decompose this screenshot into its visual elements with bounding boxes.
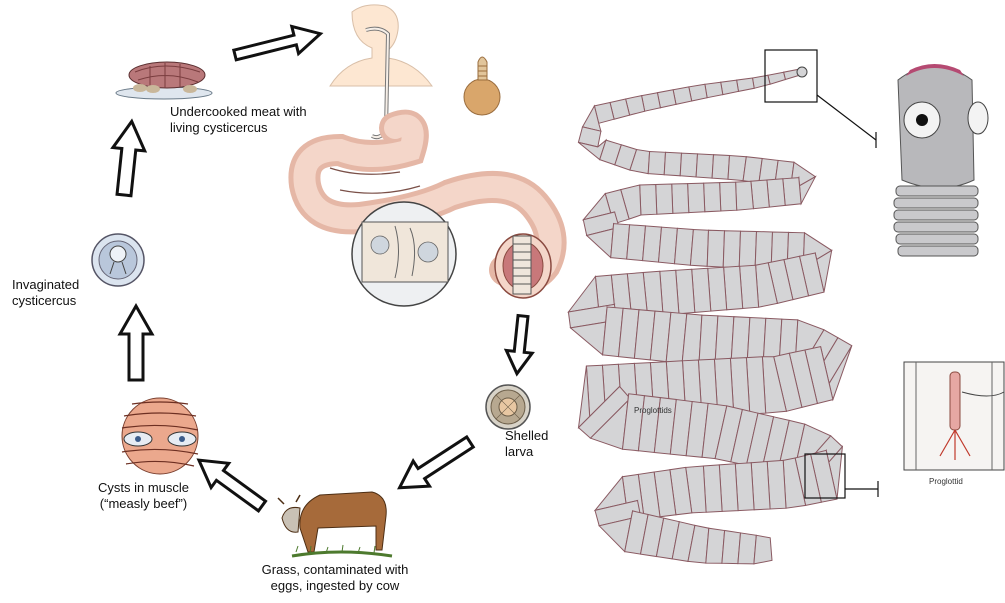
proglottid-segment: [712, 155, 729, 180]
scolex-tip: [797, 67, 807, 77]
proglottid-segment: [720, 182, 737, 211]
muscle-cysts-illustration: [122, 398, 198, 474]
proglottid-segment: [707, 230, 724, 267]
proglottid-segment: [696, 154, 713, 178]
label-cysts-in-muscle: Cysts in muscle (“measly beef”): [98, 480, 189, 512]
proglottid-segment: [767, 179, 785, 207]
label-proglottids: Proglottids: [634, 406, 672, 415]
arrow-cow-to-muscle: [190, 448, 271, 518]
arrow-larva-to-cow: [391, 429, 478, 500]
proglottid-segment: [753, 75, 771, 88]
label-grass-cow: Grass, contaminated with eggs, ingested …: [250, 562, 420, 594]
scolex-callout-line: [817, 95, 876, 140]
proglottid-segment: [723, 231, 740, 268]
cow-illustration: [278, 492, 392, 556]
arrow-meat-to-human: [232, 20, 324, 68]
proglottid-segment: [703, 465, 722, 512]
label-invaginated-cysticercus: Invaginated cysticercus: [12, 277, 79, 309]
arrow-intestine-to-larva: [504, 315, 536, 375]
proglottid-segment: [754, 535, 772, 564]
proglottid-segment: [706, 528, 725, 563]
mature-proglottid-illustration: [904, 362, 1004, 470]
proglottid-segment: [738, 533, 756, 564]
proglottid-segment: [672, 184, 689, 214]
proglottid-segment: [664, 152, 681, 176]
undercooked-meat-illustration: [116, 62, 212, 99]
proglottid-segment: [737, 78, 755, 91]
proglottid-segment: [680, 153, 697, 177]
proglottid-segment: [783, 178, 801, 206]
proglottid-segment: [640, 185, 657, 216]
arrow-muscle-to-cysticercus: [120, 306, 152, 380]
proglottid-segment: [648, 152, 665, 175]
invaginated-cysticercus-illustration: [92, 234, 144, 286]
proglottid-segment: [722, 531, 741, 564]
shelled-larva-illustration: [486, 385, 530, 429]
label-shelled-larva: Shelled larva: [505, 428, 548, 460]
intestine-illustration: [304, 126, 551, 306]
scolex-bulb-illustration: [464, 57, 500, 115]
scolex-enlarged-illustration: [894, 64, 988, 256]
proglottid-segment: [705, 82, 723, 98]
proglottid-segment: [688, 183, 705, 213]
proglottid-segment: [690, 230, 708, 267]
proglottid-segment: [751, 180, 769, 209]
arrow-cysticercus-to-meat: [108, 120, 148, 197]
label-proglottid: Proglottid: [929, 477, 963, 486]
proglottid-segment: [704, 183, 721, 212]
tapeworm-body: [568, 67, 851, 564]
proglottid-segment: [736, 181, 754, 210]
proglottid-segment: [768, 72, 786, 84]
proglottid-segment: [656, 184, 673, 214]
label-undercooked-meat: Undercooked meat with living cysticercus: [170, 104, 307, 136]
proglottid-segment: [739, 231, 756, 268]
proglottid-segment: [721, 80, 739, 95]
